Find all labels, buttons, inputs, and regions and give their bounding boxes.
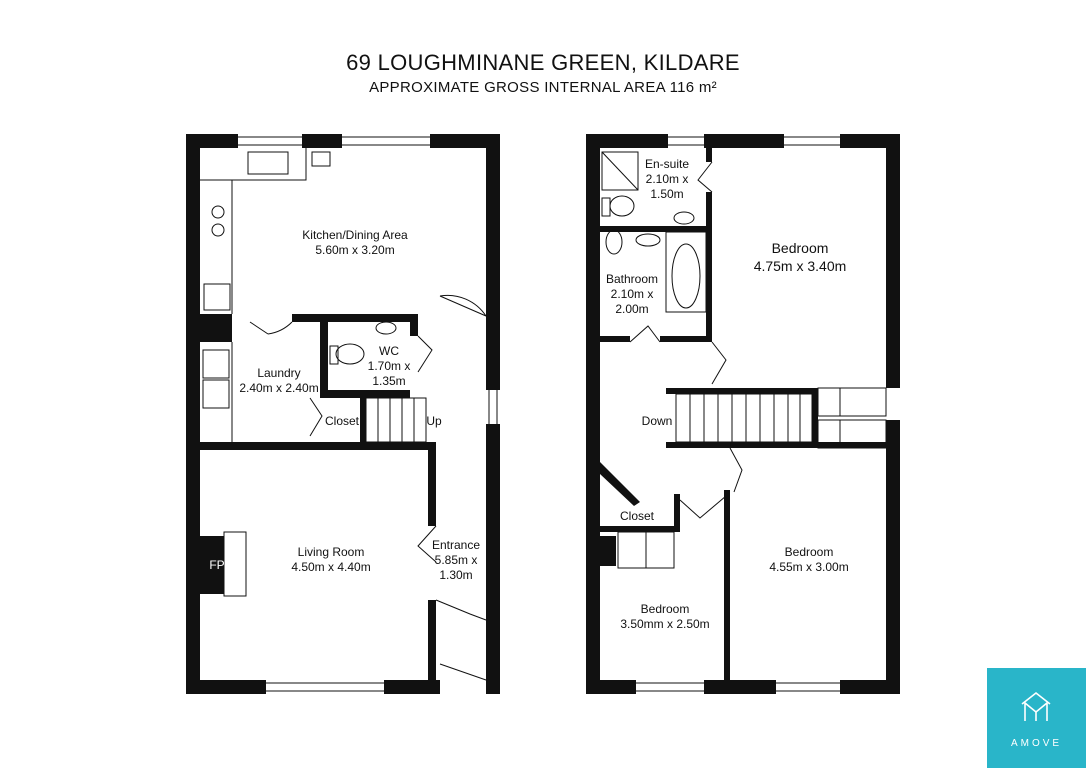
first-floor-walls (586, 134, 900, 694)
ensuite-size-1: 2.10m x (646, 172, 689, 186)
living-name: Living Room (298, 545, 365, 559)
entrance-size-2: 1.30m (439, 568, 472, 582)
bathroom-size-1: 2.10m x (611, 287, 654, 301)
small-bedroom-name: Bedroom (641, 602, 690, 616)
main-bedroom-name: Bedroom (772, 240, 829, 256)
entrance-size-1: 5.85m x (435, 553, 478, 567)
page-title: 69 LOUGHMINANE GREEN, KILDARE (346, 50, 740, 75)
house-icon (1021, 691, 1051, 721)
wc-size-2: 1.35m (372, 374, 405, 388)
ground-floor-plan (186, 134, 500, 694)
wc-size-1: 1.70m x (368, 359, 411, 373)
ensuite-size-2: 1.50m (650, 187, 683, 201)
logo-text: AMOVE (1010, 738, 1063, 749)
entrance-name: Entrance (432, 538, 480, 552)
ground-floor-walls (186, 134, 500, 694)
fireplace-label: FP (209, 558, 224, 572)
main-bedroom-size: 4.75m x 3.40m (754, 258, 847, 274)
ground-floor-fittings (200, 136, 498, 692)
laundry-name: Laundry (257, 366, 300, 380)
right-bedroom-size: 4.55m x 3.00m (769, 560, 848, 574)
stairs-up-label: Up (426, 414, 442, 428)
first-closet-label: Closet (620, 509, 655, 523)
right-bedroom-name: Bedroom (785, 545, 834, 559)
first-floor-fittings (601, 136, 887, 692)
amove-logo: AMOVE (987, 668, 1086, 768)
kitchen-name: Kitchen/Dining Area (302, 228, 408, 242)
small-bedroom-size: 3.50mm x 2.50m (620, 617, 709, 631)
living-size: 4.50m x 4.40m (291, 560, 370, 574)
laundry-size: 2.40m x 2.40m (239, 381, 318, 395)
kitchen-size: 5.60m x 3.20m (315, 243, 394, 257)
stairs-down-label: Down (642, 414, 673, 428)
bathroom-size-2: 2.00m (615, 302, 648, 316)
first-floor-plan (586, 134, 900, 694)
ensuite-name: En-suite (645, 157, 689, 171)
wc-name: WC (379, 344, 399, 358)
bathroom-name: Bathroom (606, 272, 658, 286)
room-labels: Kitchen/Dining Area 5.60m x 3.20m Laundr… (209, 157, 848, 631)
page-subtitle: APPROXIMATE GROSS INTERNAL AREA 116 m² (369, 79, 717, 96)
ground-closet-label: Closet (325, 414, 360, 428)
